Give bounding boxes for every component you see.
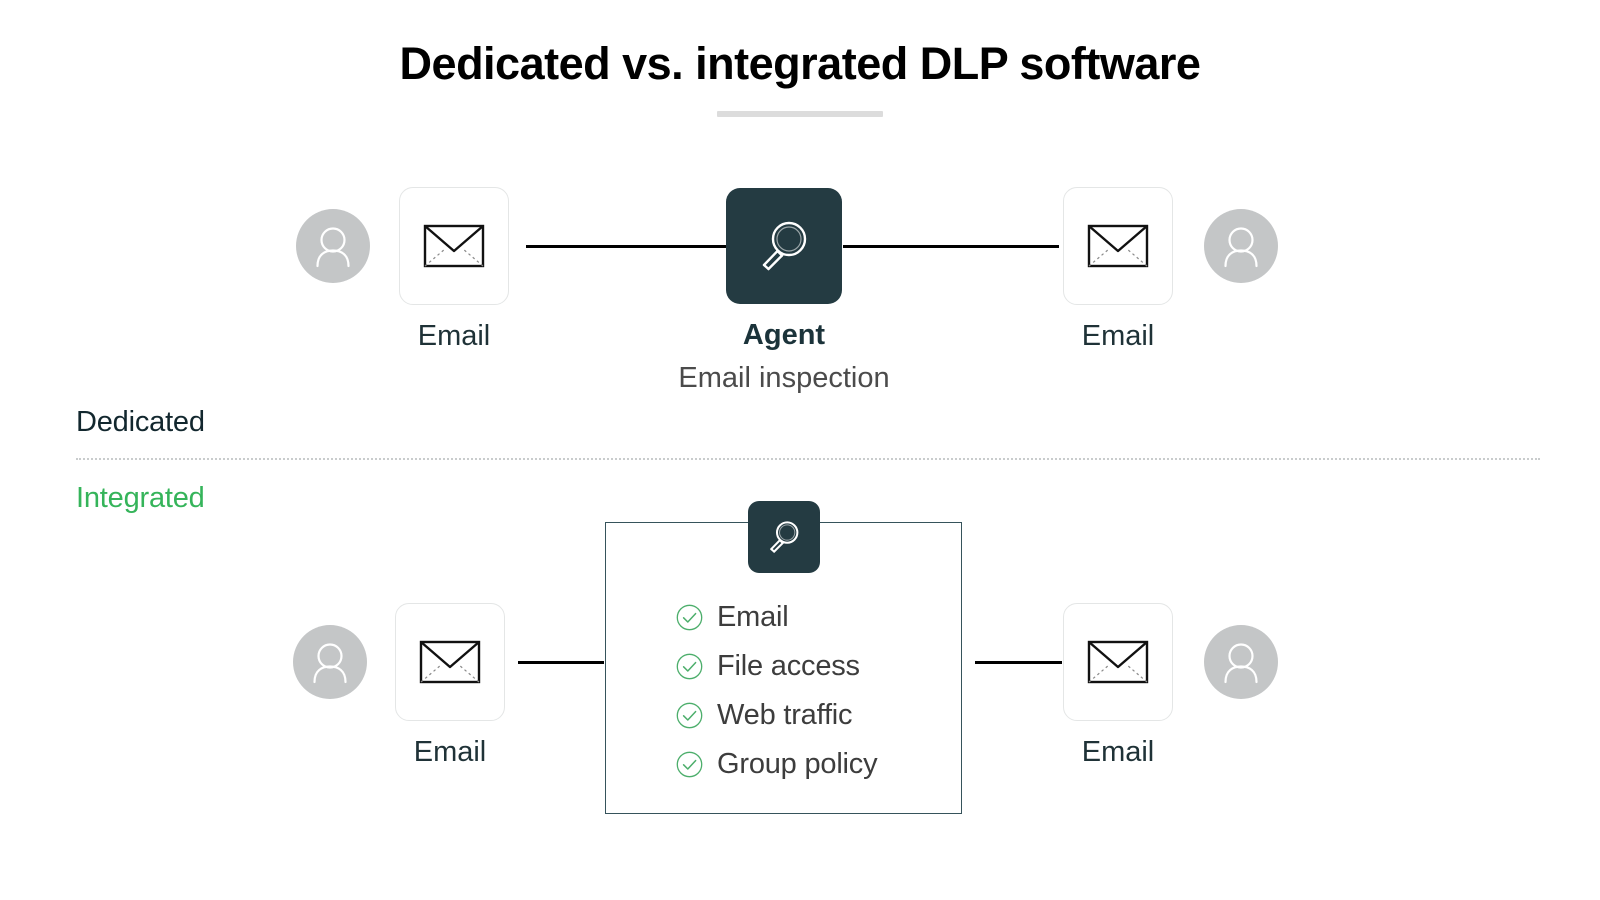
avatar-right-integrated bbox=[1204, 625, 1278, 699]
list-item[interactable]: Web traffic bbox=[676, 691, 877, 740]
connector-right-dedicated bbox=[843, 245, 1059, 248]
person-icon bbox=[1224, 227, 1258, 268]
section-label-integrated: Integrated bbox=[76, 482, 205, 514]
check-circle-icon bbox=[676, 702, 703, 729]
envelope-icon bbox=[1087, 224, 1149, 268]
email-node-right-integrated bbox=[1063, 603, 1173, 721]
connector-left-integrated bbox=[518, 661, 604, 664]
envelope-icon bbox=[419, 640, 481, 684]
agent-subtitle: Email inspection bbox=[678, 362, 890, 394]
person-icon bbox=[1224, 643, 1258, 684]
envelope-icon bbox=[1087, 640, 1149, 684]
page-title: Dedicated vs. integrated DLP software bbox=[399, 38, 1201, 89]
capability-label: Web traffic bbox=[717, 699, 853, 731]
avatar-left-integrated bbox=[293, 625, 367, 699]
email-label-left-integrated: Email bbox=[413, 736, 487, 768]
magnifier-icon bbox=[762, 221, 807, 271]
connector-right-integrated bbox=[975, 661, 1062, 664]
section-divider bbox=[76, 458, 1540, 460]
check-circle-icon bbox=[676, 604, 703, 631]
email-node-right-dedicated bbox=[1063, 187, 1173, 305]
magnifier-icon bbox=[770, 521, 799, 553]
capability-list: Email File access Web traffic bbox=[676, 593, 878, 789]
list-item[interactable]: File access bbox=[676, 642, 877, 691]
list-item[interactable]: Group policy bbox=[676, 740, 878, 789]
section-label-dedicated: Dedicated bbox=[76, 406, 205, 438]
capability-label: Group policy bbox=[717, 748, 878, 780]
email-node-left-integrated bbox=[395, 603, 505, 721]
email-node-left-dedicated bbox=[399, 187, 509, 305]
person-icon bbox=[313, 643, 347, 684]
avatar-left-dedicated bbox=[296, 209, 370, 283]
connector-left-dedicated bbox=[526, 245, 726, 248]
capability-label: Email bbox=[717, 601, 789, 633]
agent-title: Agent bbox=[742, 319, 826, 351]
list-item[interactable]: Email bbox=[676, 593, 877, 642]
email-label-right-integrated: Email bbox=[1081, 736, 1155, 768]
agent-node-integrated[interactable] bbox=[748, 501, 820, 573]
check-circle-icon bbox=[676, 751, 703, 778]
title-accent-bar bbox=[717, 111, 883, 117]
agent-node-dedicated[interactable] bbox=[726, 188, 842, 304]
avatar-right-dedicated bbox=[1204, 209, 1278, 283]
email-label-right-dedicated: Email bbox=[1081, 320, 1155, 352]
envelope-icon bbox=[423, 224, 485, 268]
capability-label: File access bbox=[717, 650, 860, 682]
check-circle-icon bbox=[676, 653, 703, 680]
person-icon bbox=[316, 227, 350, 268]
email-label-left-dedicated: Email bbox=[417, 320, 491, 352]
